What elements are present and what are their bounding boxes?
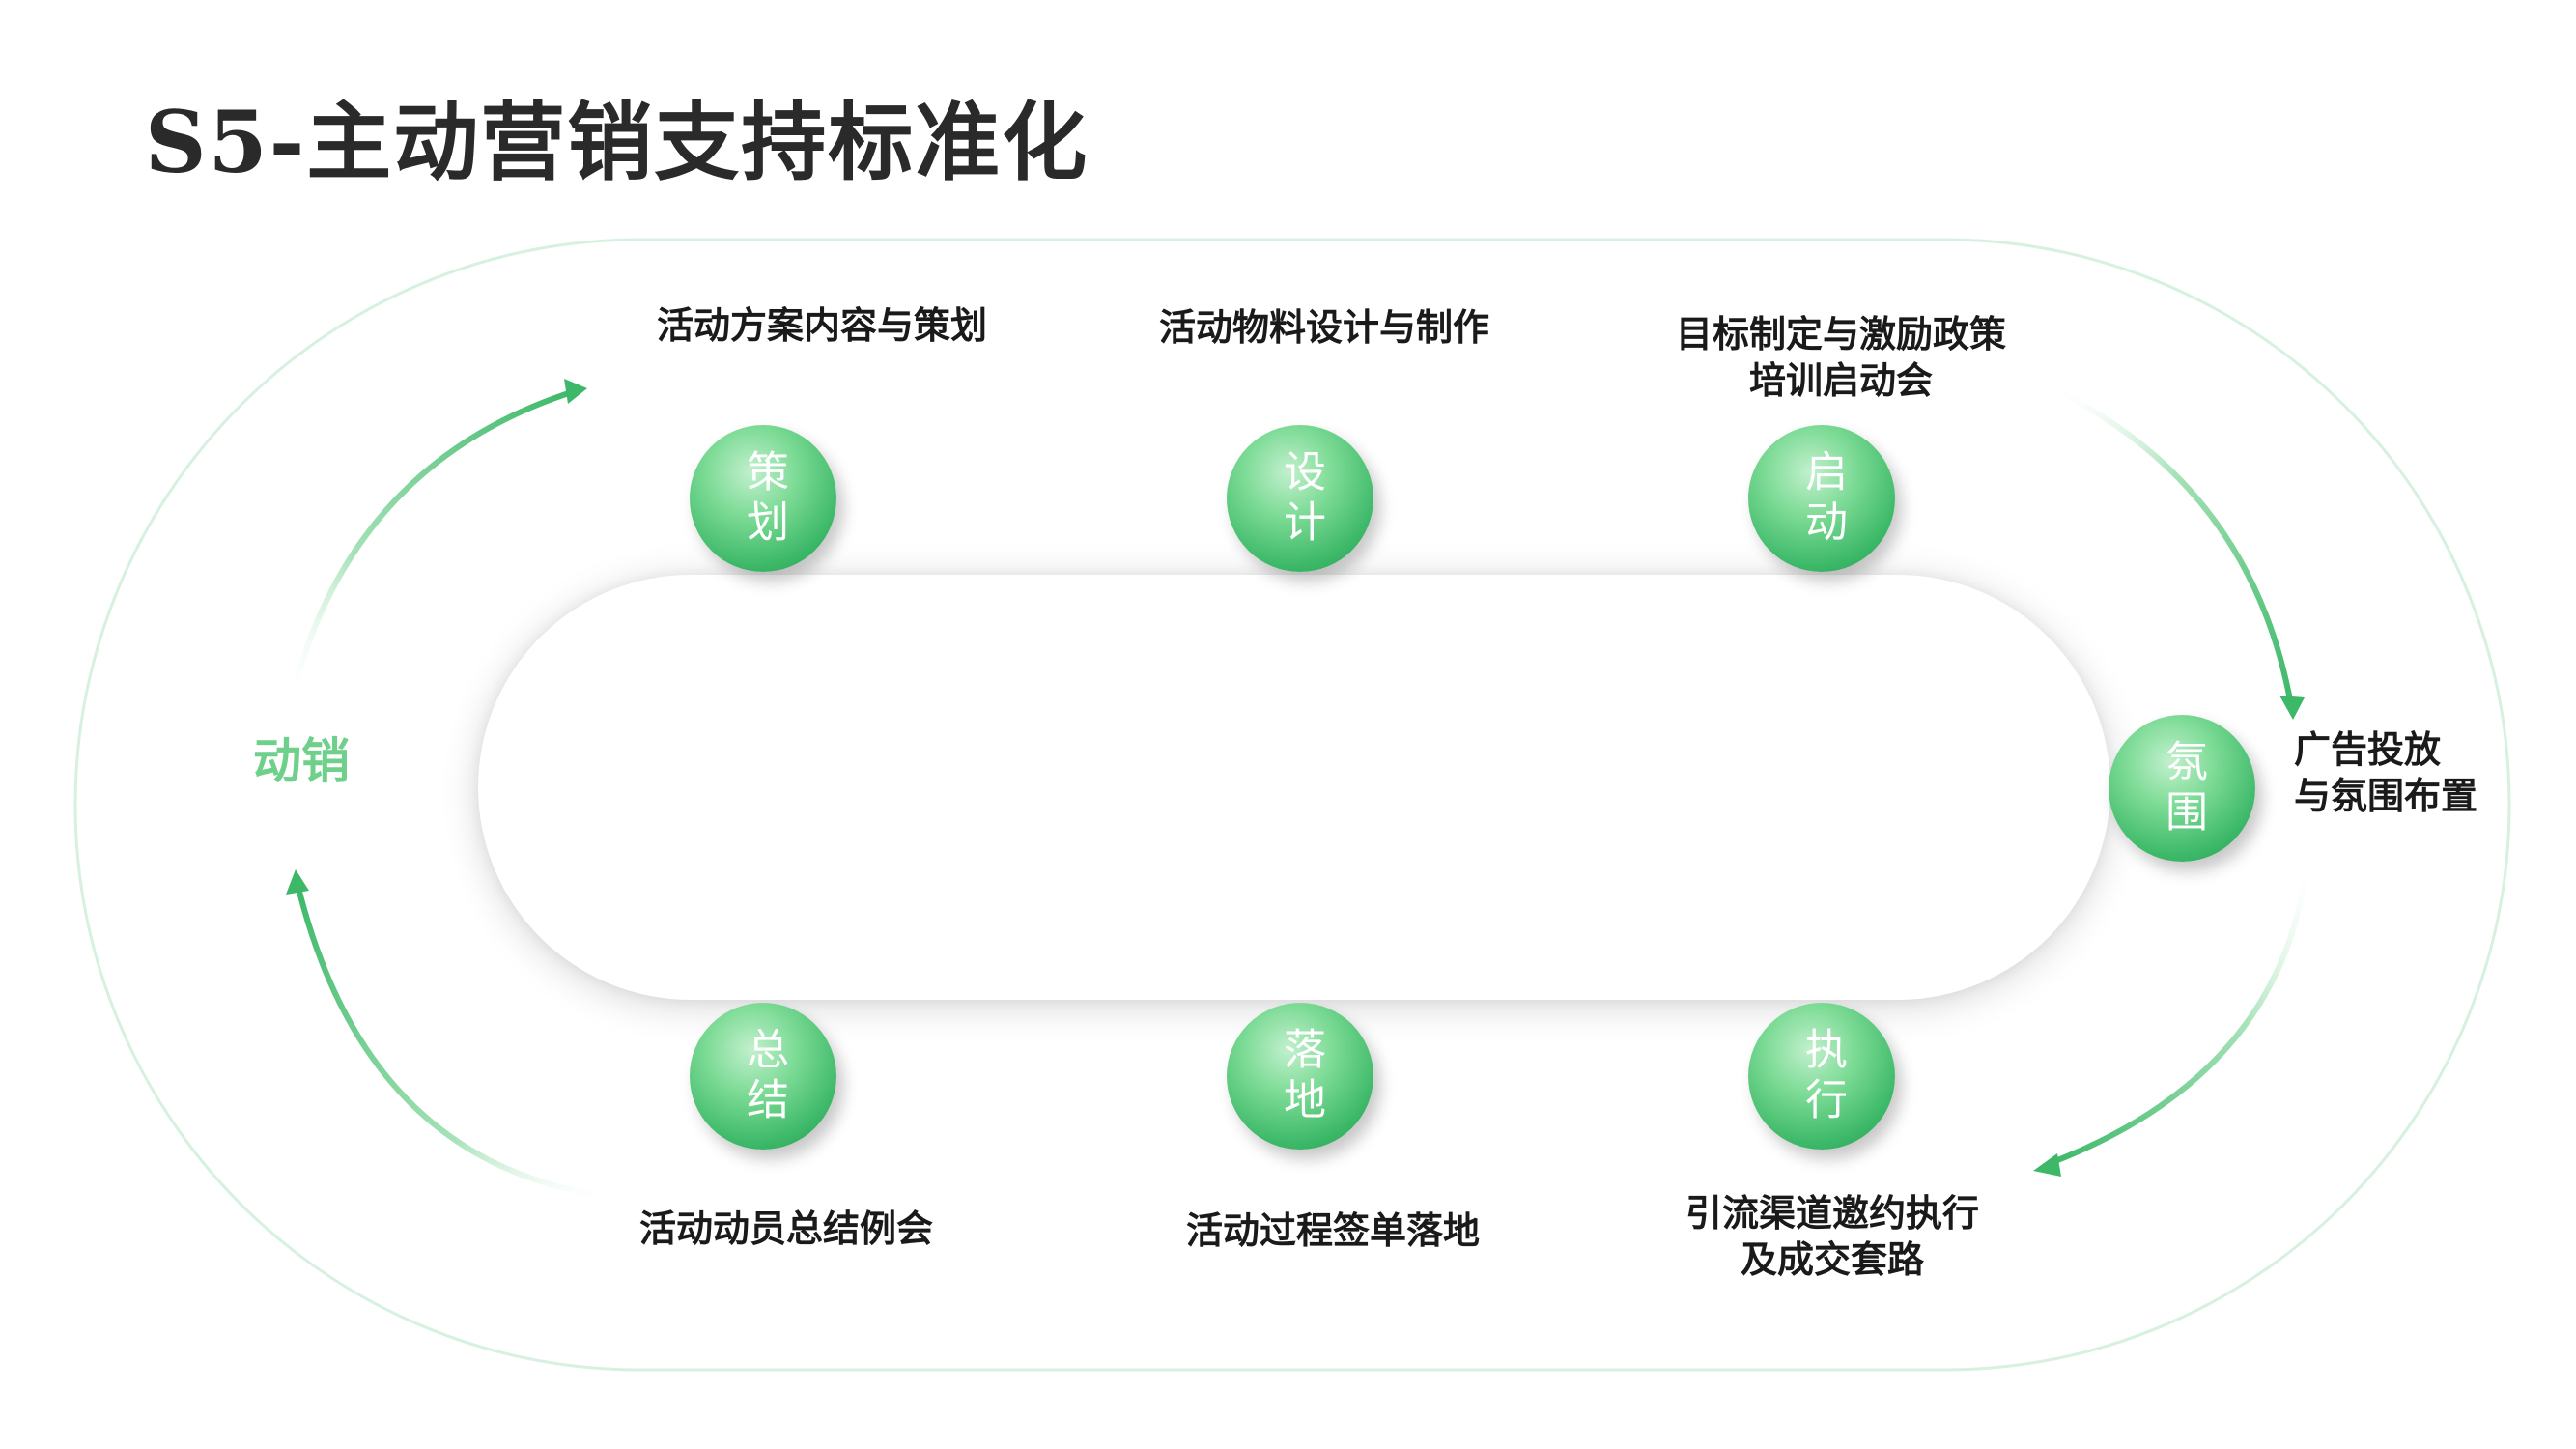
node-execution-label-line: 及成交套路: [1741, 1236, 1925, 1281]
node-atmosphere-text: 氛围: [2158, 739, 2207, 839]
node-launch-label-line: 培训启动会: [1749, 357, 1934, 402]
node-planning: 策划: [690, 425, 836, 572]
node-launch-text: 启动: [1798, 449, 1847, 550]
node-atmosphere-label: 广告投放 与氛围布置: [2294, 726, 2477, 818]
node-launch-label: 目标制定与激励政策 培训启动会: [1676, 311, 2006, 403]
node-summary-label: 活动动员总结例会: [639, 1207, 934, 1250]
node-landing-text: 落地: [1276, 1027, 1325, 1127]
node-design-label: 活动物料设计与制作: [1159, 305, 1490, 349]
node-launch: 启动: [1748, 425, 1895, 572]
inner-pill-panel: [478, 575, 2110, 1000]
arrow-top-left: [287, 388, 578, 708]
arrow-top-left-head: [564, 379, 587, 404]
node-atmosphere: 氛围: [2109, 715, 2255, 862]
node-landing-label: 活动过程签单落地: [1186, 1208, 1481, 1252]
outer-track: [73, 238, 2511, 1372]
node-summary: 总结: [690, 1003, 836, 1150]
node-execution-label: 引流渠道邀约执行 及成交套路: [1685, 1190, 1979, 1282]
node-launch-label-line: 目标制定与激励政策: [1676, 312, 2007, 355]
arrow-top-right: [2045, 384, 2294, 708]
node-design: 设计: [1227, 425, 1373, 572]
node-summary-text: 总结: [739, 1027, 788, 1127]
side-label: 动销: [253, 732, 350, 789]
node-execution-label-line: 引流渠道邀约执行: [1685, 1191, 1980, 1235]
arrow-bottom-left-head: [286, 869, 309, 895]
node-planning-label: 活动方案内容与策划: [657, 303, 988, 347]
node-execution-text: 执行: [1798, 1027, 1847, 1127]
arrow-bottom-right: [2045, 847, 2311, 1167]
arrow-bottom-left: [295, 881, 621, 1201]
node-atmosphere-label-line: 广告投放: [2294, 727, 2442, 771]
page-title: S5-主动营销支持标准化: [145, 92, 1090, 192]
node-execution: 执行: [1748, 1003, 1895, 1150]
node-planning-text: 策划: [739, 449, 788, 550]
arrow-top-right-head: [2279, 696, 2305, 720]
node-atmosphere-label-line: 与氛围布置: [2294, 773, 2478, 817]
node-design-text: 设计: [1276, 449, 1325, 550]
node-landing: 落地: [1227, 1003, 1373, 1150]
arrow-bottom-right-head: [2033, 1153, 2061, 1177]
